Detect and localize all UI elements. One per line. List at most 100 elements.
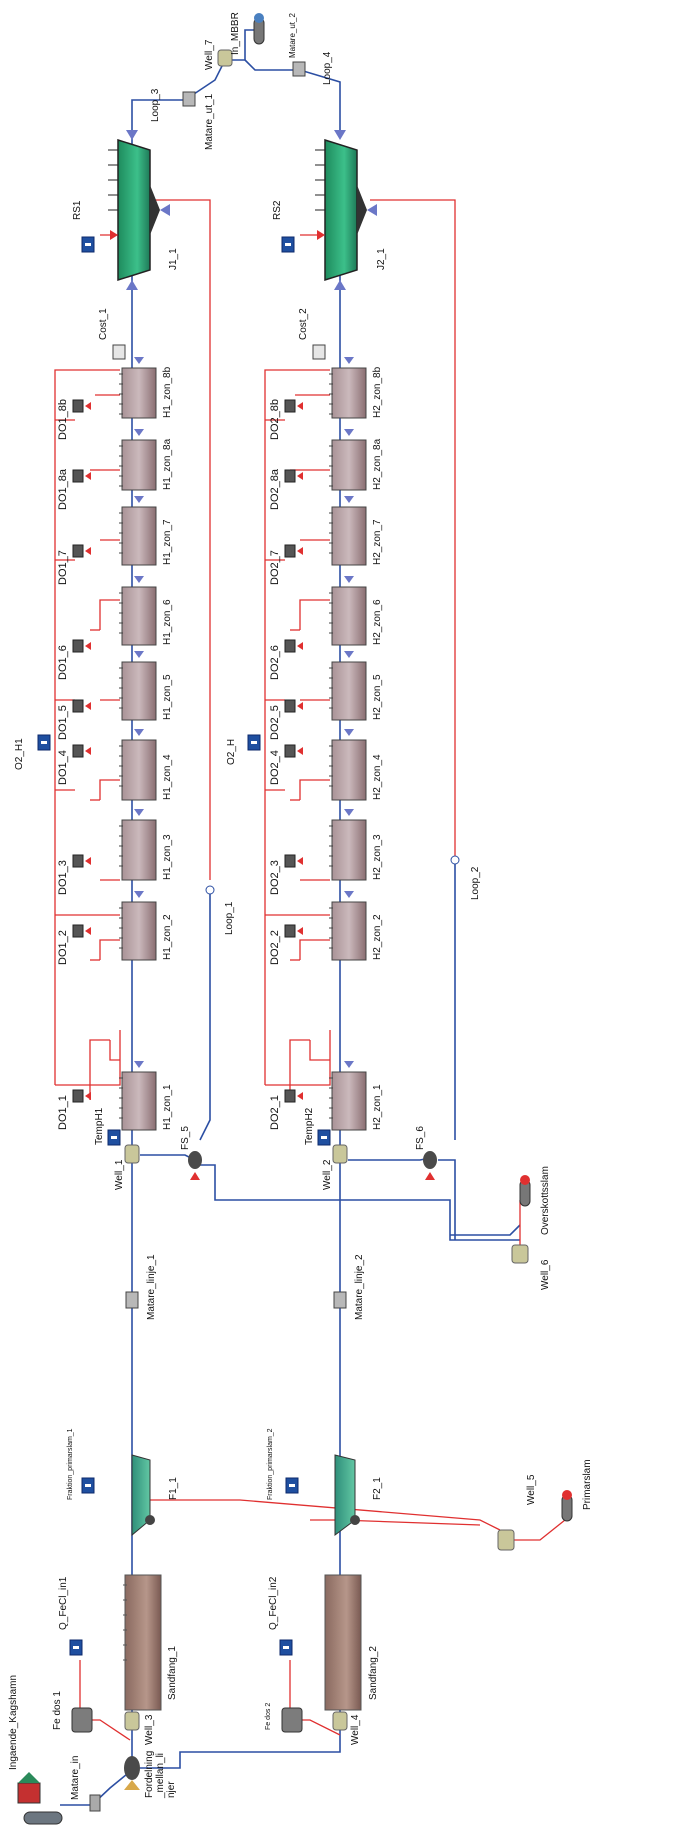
line2-tank-1[interactable] [329, 1061, 366, 1130]
loop-2[interactable] [451, 856, 459, 864]
loop-1[interactable] [206, 886, 214, 894]
line2-do-sensor-7[interactable] [285, 545, 303, 557]
controller-o2-h1[interactable] [38, 735, 50, 750]
line1-do-sensor-6[interactable] [73, 640, 91, 652]
well-5[interactable] [498, 1530, 514, 1550]
pump-matare-ut-2[interactable] [293, 62, 305, 76]
line2-do-sensor-4[interactable] [285, 745, 303, 757]
line1-do-label-2: DO1_2 [57, 930, 69, 965]
line2-do-label-6: DO2_6 [269, 645, 281, 680]
line2-zone-label-4: H2_zon_4 [372, 754, 383, 800]
cost-1-meter[interactable] [113, 345, 125, 359]
well-1[interactable] [125, 1145, 139, 1163]
line2-do-label-9: DO2_8b [269, 399, 281, 440]
controller-o2-h[interactable] [248, 735, 260, 750]
line1-do-sensor-7[interactable] [73, 545, 91, 557]
line1-tank-3[interactable] [119, 809, 156, 880]
line2-do-label-4: DO2_4 [269, 750, 281, 785]
well-3[interactable] [125, 1712, 139, 1730]
line1-do-sensor-2[interactable] [73, 925, 91, 937]
line2-do-sensor-6[interactable] [285, 640, 303, 652]
line2-zone-label-3: H2_zon_3 [372, 834, 383, 880]
line1-do-sensor-1[interactable] [73, 1090, 91, 1102]
sandfang-1-tank[interactable] [123, 1575, 161, 1710]
label-q-fecl-in1: Q_FeCl_in1 [58, 1576, 69, 1630]
controller-rs2[interactable] [282, 237, 294, 252]
controller-fraktion-1[interactable] [82, 1478, 94, 1493]
secondary-clarifier-j2-1[interactable] [315, 130, 377, 290]
line2-tank-6[interactable] [329, 576, 366, 645]
splitter-fs-5[interactable] [188, 1151, 202, 1180]
line2-do-sensor-3[interactable] [285, 855, 303, 867]
label-sandfang-1: Sandfang_1 [167, 1646, 178, 1700]
line2-tank-7[interactable] [329, 496, 366, 565]
line1-tank-4[interactable] [119, 729, 156, 800]
line2-tank-4[interactable] [329, 729, 366, 800]
label-j1-1: J1_1 [168, 248, 179, 270]
label-well-3: Well_3 [144, 1714, 155, 1745]
fordelning-splitter[interactable] [124, 1756, 140, 1790]
label-q-fecl-in2: Q_FeCl_in2 [268, 1576, 279, 1630]
overskottsslam-outlet[interactable] [520, 1175, 530, 1206]
controller-fraktion-2[interactable] [286, 1478, 298, 1493]
line2-do-sensor-5[interactable] [285, 700, 303, 712]
label-matare-linje-2: Matare_linje_2 [354, 1254, 365, 1320]
cost-2-meter[interactable] [313, 345, 325, 359]
line2-tank-9[interactable] [329, 357, 366, 418]
well-2[interactable] [333, 1145, 347, 1163]
label-fe-dos-1: Fe dos 1 [52, 1691, 63, 1730]
line1-tank-7[interactable] [119, 496, 156, 565]
controller-temp-h1[interactable] [108, 1130, 120, 1145]
effluent-in-mbbr[interactable] [254, 13, 264, 44]
fe-dos-2-tank[interactable] [282, 1708, 302, 1732]
pump-matare-linje-2[interactable] [334, 1292, 346, 1308]
controller-q-fecl-in1[interactable] [70, 1640, 82, 1655]
controller-rs1[interactable] [82, 237, 94, 252]
pump-matare-ut-1[interactable] [183, 92, 195, 106]
line2-tank-3[interactable] [329, 809, 366, 880]
controller-temp-h2[interactable] [318, 1130, 330, 1145]
primarslam-outlet[interactable] [562, 1490, 572, 1521]
pump-matare-in[interactable] [90, 1795, 100, 1811]
influent-kagshamn[interactable] [18, 1772, 62, 1824]
line1-do-sensor-4[interactable] [73, 745, 91, 757]
line2-tank-5[interactable] [329, 651, 366, 720]
line1-tank-2[interactable] [119, 891, 156, 960]
line1-do-sensor-5[interactable] [73, 700, 91, 712]
line2-do-sensor-2[interactable] [285, 925, 303, 937]
pump-matare-linje-1[interactable] [126, 1292, 138, 1308]
line2-tank-2[interactable] [329, 891, 366, 960]
line1-do-sensor-9[interactable] [73, 400, 91, 412]
fe-dos-1-tank[interactable] [72, 1708, 92, 1732]
line1-zone-label-9: H1_zon_8b [162, 366, 173, 418]
label-f1-1: F1_1 [168, 1477, 179, 1500]
line2-do-sensor-8[interactable] [285, 470, 303, 482]
line1-tank-9[interactable] [119, 357, 156, 418]
line1-tank-1[interactable] [119, 1061, 156, 1130]
splitter-fs-6[interactable] [423, 1151, 437, 1180]
line2-do-sensor-1[interactable] [285, 1090, 303, 1102]
line2-tank-8[interactable] [329, 429, 366, 490]
primary-clarifier-f1-1[interactable] [132, 1455, 155, 1535]
line1-do-label-5: DO1_5 [57, 705, 69, 740]
line1-tank-5[interactable] [119, 651, 156, 720]
line2-zone-label-8: H2_zon_8a [372, 438, 383, 490]
sandfang-2-tank[interactable] [325, 1575, 361, 1710]
line1-tank-8[interactable] [119, 429, 156, 490]
line1-zone-label-6: H1_zon_6 [162, 599, 173, 645]
controller-q-fecl-in2[interactable] [280, 1640, 292, 1655]
label-overskottsslam: Overskottsslam [540, 1166, 551, 1235]
line2-do-sensor-9[interactable] [285, 400, 303, 412]
label-j2-1: J2_1 [376, 248, 387, 270]
line1-tank-6[interactable] [119, 576, 156, 645]
label-fraktion-1: Fraktion_primarslam_1 [67, 1428, 74, 1500]
line1-do-sensor-8[interactable] [73, 470, 91, 482]
label-well-6: Well_6 [540, 1259, 551, 1290]
secondary-clarifier-j1-1[interactable] [108, 130, 170, 290]
line2-do-label-3: DO2_3 [269, 860, 281, 895]
well-4[interactable] [333, 1712, 347, 1730]
label-temp-h2: TempH2 [304, 1107, 315, 1145]
primary-clarifier-f2-1[interactable] [335, 1455, 360, 1535]
line1-do-sensor-3[interactable] [73, 855, 91, 867]
well-6[interactable] [512, 1245, 528, 1263]
